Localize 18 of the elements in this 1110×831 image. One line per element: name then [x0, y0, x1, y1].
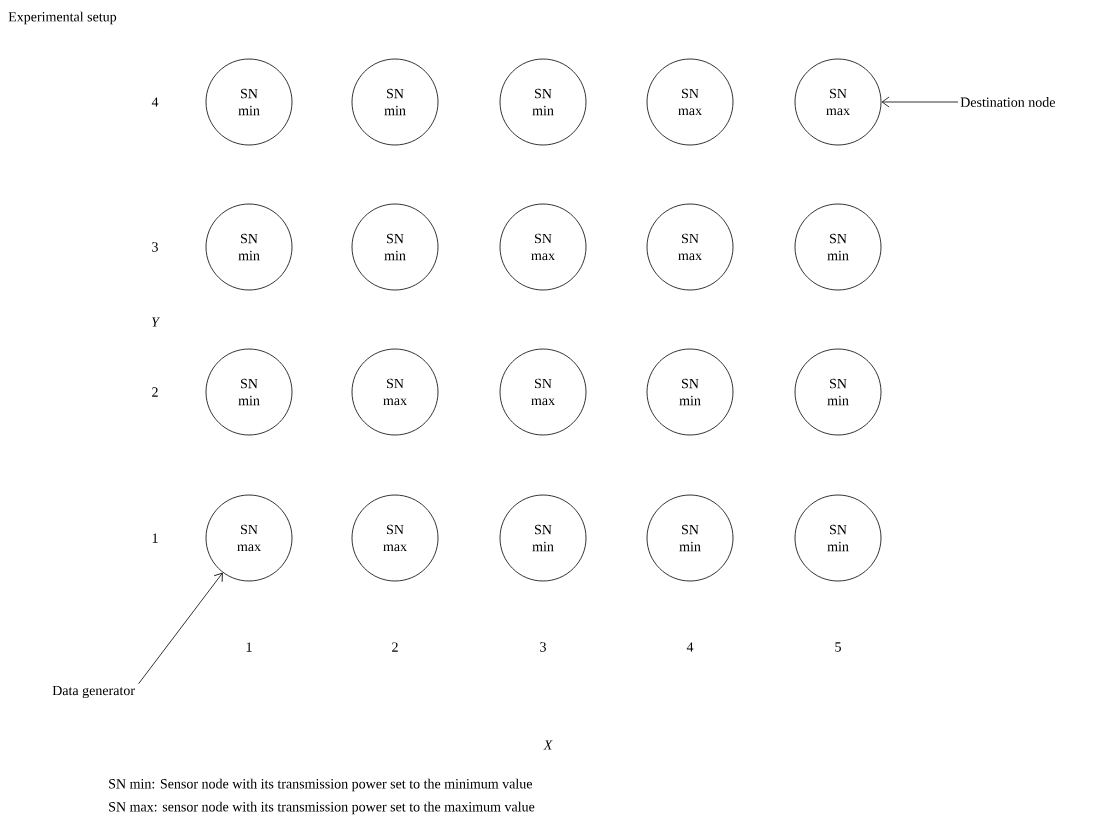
arrow	[138, 572, 223, 685]
note: SN max: sensor node with its transmission power set to the maximum value	[109, 801, 535, 815]
axis-label: Y	[151, 317, 161, 327]
axis-number: 5	[835, 642, 841, 652]
axis-number: 2	[392, 642, 398, 652]
axis-number: 3	[540, 642, 546, 652]
axis-number: 1	[152, 533, 158, 543]
title: Experimental setup	[8, 11, 117, 25]
axis-number: 1	[246, 642, 252, 652]
note: SN min: Sensor node with its transmission power set to the minimum value	[109, 778, 532, 792]
axis-number: 4	[686, 642, 694, 652]
arrow	[881, 96, 959, 108]
axis-label: X	[543, 740, 553, 750]
axis-number: 2	[152, 387, 158, 397]
axis-number: 3	[152, 242, 158, 252]
node-label: Data generator	[52, 685, 135, 699]
node-label: Destination node	[960, 97, 1055, 107]
axis-number: 4	[151, 97, 159, 107]
